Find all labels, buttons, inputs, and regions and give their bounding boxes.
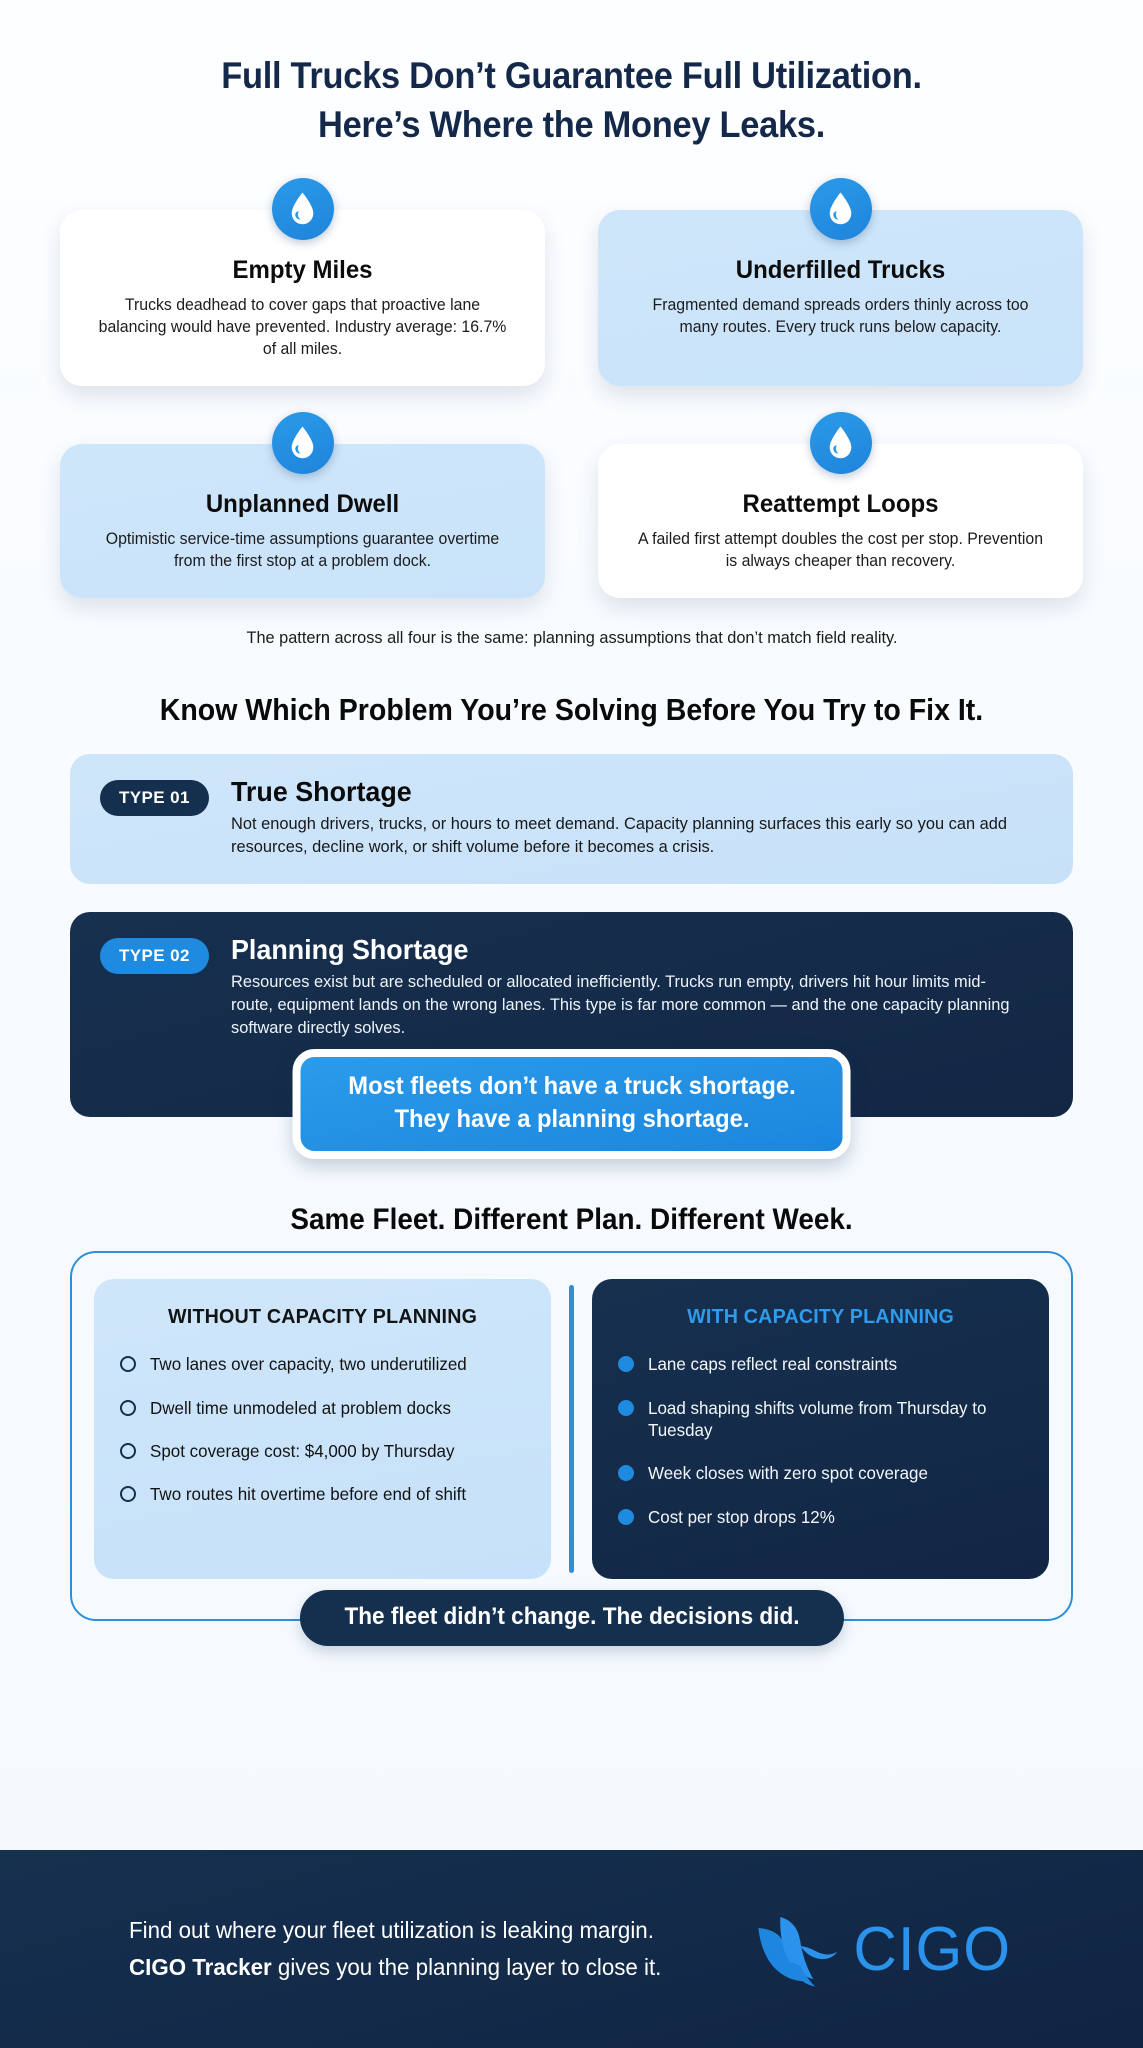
- type-badge: TYPE 02: [100, 938, 209, 975]
- list-item: Load shaping shifts volume from Thursday…: [617, 1397, 1023, 1442]
- water-drop-icon: [809, 411, 872, 474]
- footer-line-2: CIGO Tracker gives you the planning laye…: [129, 1949, 661, 1986]
- leak-card-title: Empty Miles: [232, 255, 373, 284]
- cigo-bird-logo-icon: [749, 1906, 841, 1992]
- empty-circle-icon: [120, 1443, 136, 1460]
- empty-circle-icon: [120, 1356, 136, 1373]
- filled-circle-icon: [617, 1465, 634, 1482]
- type-block-planning-shortage: TYPE 02 Planning Shortage Resources exis…: [70, 912, 1073, 1160]
- comparison-divider: [569, 1285, 574, 1574]
- cigo-wordmark: CIGO: [853, 1914, 1012, 1984]
- shortage-types: TYPE 01 True Shortage Not enough drivers…: [70, 754, 1073, 1160]
- leak-card-empty-miles: Empty Miles Trucks deadhead to cover gap…: [60, 177, 545, 386]
- empty-circle-icon: [120, 1486, 136, 1503]
- list-item-label: Lane caps reflect real constraints: [647, 1354, 897, 1375]
- list-item-label: Spot coverage cost: $4,000 by Thursday: [150, 1441, 455, 1462]
- comparison-column-without: WITHOUT CAPACITY PLANNING Two lanes over…: [94, 1279, 552, 1580]
- list-item: Two lanes over capacity, two underutiliz…: [120, 1353, 525, 1375]
- type-description: Resources exist but are scheduled or all…: [230, 972, 1010, 1037]
- comparison-column-title: WITH CAPACITY PLANNING: [686, 1305, 954, 1329]
- footer-product-name: CIGO Tracker: [129, 1954, 272, 1980]
- list-item-label: Load shaping shifts volume from Thursday…: [647, 1397, 987, 1441]
- type-title: True Shortage: [230, 776, 412, 808]
- leak-card-title: Unplanned Dwell: [205, 489, 400, 518]
- headline-line-2: Here’s Where the Money Leaks.: [318, 103, 825, 145]
- list-item-label: Week closes with zero spot coverage: [647, 1463, 928, 1484]
- comparison-footer-pill: The fleet didn’t change. The decisions d…: [299, 1590, 844, 1647]
- leak-card-title: Reattempt Loops: [742, 489, 939, 518]
- list-item-label: Two lanes over capacity, two underutiliz…: [150, 1354, 467, 1375]
- leak-card-body: Fragmented demand spreads orders thinly …: [652, 295, 1029, 336]
- list-item-label: Dwell time unmodeled at problem docks: [150, 1397, 451, 1418]
- type-description: Not enough drivers, trucks, or hours to …: [230, 814, 1007, 856]
- leak-card-body: Optimistic service-time assumptions guar…: [105, 529, 500, 571]
- list-item: Cost per stop drops 12%: [617, 1506, 1023, 1528]
- leak-card-body: Trucks deadhead to cover gaps that proac…: [98, 295, 507, 358]
- headline-line-1: Full Trucks Don’t Guarantee Full Utiliza…: [221, 55, 922, 96]
- leak-cards-grid: Empty Miles Trucks deadhead to cover gap…: [60, 177, 1083, 599]
- footer-line-1: Find out where your fleet utilization is…: [129, 1916, 654, 1943]
- callout-line-2: They have a planning shortage.: [393, 1104, 750, 1133]
- leak-card-title: Underfilled Trucks: [735, 255, 946, 284]
- footer-banner: Find out where your fleet utilization is…: [0, 1850, 1143, 2048]
- list-item-label: Two routes hit overtime before end of sh…: [150, 1484, 467, 1505]
- compare-heading: Same Fleet. Different Plan. Different We…: [290, 1203, 853, 1237]
- filled-circle-icon: [617, 1399, 634, 1416]
- leak-card-body: A failed first attempt doubles the cost …: [637, 529, 1044, 571]
- list-item-label: Cost per stop drops 12%: [647, 1506, 835, 1527]
- leak-card-underfilled-trucks: Underfilled Trucks Fragmented demand spr…: [598, 177, 1083, 386]
- list-item: Two routes hit overtime before end of sh…: [120, 1483, 525, 1505]
- water-drop-icon: [271, 411, 334, 474]
- pattern-note: The pattern across all four is the same:…: [245, 628, 898, 648]
- empty-circle-icon: [120, 1399, 136, 1416]
- page-title: Full Trucks Don’t Guarantee Full Utiliza…: [0, 0, 1143, 150]
- footer-text: Find out where your fleet utilization is…: [129, 1912, 661, 1986]
- callout-pill-planning-shortage: Most fleets don’t have a truck shortage.…: [292, 1049, 851, 1160]
- list-item: Dwell time unmodeled at problem docks: [120, 1397, 525, 1419]
- type-title: Planning Shortage: [230, 934, 469, 966]
- type-block-true-shortage: TYPE 01 True Shortage Not enough drivers…: [70, 754, 1073, 885]
- water-drop-icon: [271, 177, 334, 240]
- leak-card-reattempt-loops: Reattempt Loops A failed first attempt d…: [598, 411, 1083, 599]
- list-item: Week closes with zero spot coverage: [617, 1462, 1023, 1484]
- list-item: Lane caps reflect real constraints: [617, 1353, 1023, 1375]
- filled-circle-icon: [617, 1356, 634, 1373]
- type-badge: TYPE 01: [100, 780, 209, 817]
- filled-circle-icon: [617, 1508, 634, 1525]
- comparison-column-title: WITHOUT CAPACITY PLANNING: [168, 1305, 478, 1329]
- list-item: Spot coverage cost: $4,000 by Thursday: [120, 1440, 525, 1462]
- section-heading-know-which-problem: Know Which Problem You’re Solving Before…: [159, 692, 984, 728]
- water-drop-icon: [809, 177, 872, 240]
- callout-line-1: Most fleets don’t have a truck shortage.: [347, 1072, 796, 1101]
- leak-card-unplanned-dwell: Unplanned Dwell Optimistic service-time …: [60, 411, 545, 599]
- comparison-column-with: WITH CAPACITY PLANNING Lane caps reflect…: [591, 1279, 1049, 1580]
- comparison-footer-label: The fleet didn’t change. The decisions d…: [343, 1603, 800, 1631]
- comparison-panel: WITHOUT CAPACITY PLANNING Two lanes over…: [70, 1251, 1073, 1647]
- cigo-logo: CIGO: [749, 1906, 1013, 1992]
- footer-line-2-rest: gives you the planning layer to close it…: [271, 1954, 662, 1980]
